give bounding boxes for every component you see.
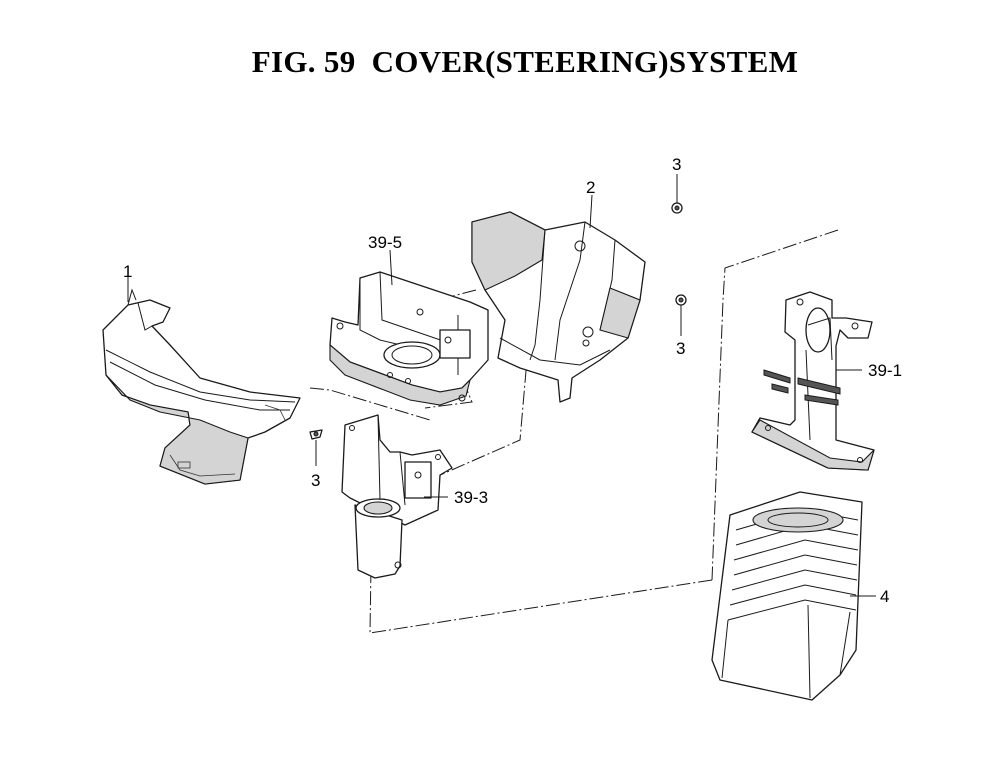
callout-part-1: 1 — [123, 262, 132, 281]
part-39-1-steering-column — [751, 291, 875, 471]
callout-screw-left: 3 — [311, 471, 320, 490]
screw-top — [671, 202, 683, 214]
callout-part-39-3: 39-3 — [454, 488, 488, 507]
part-39-5-upper-bracket — [329, 271, 489, 406]
callout-part-39-1: 39-1 — [868, 361, 902, 380]
callout-part-2: 2 — [586, 178, 595, 197]
part-4-bellows-boot — [711, 491, 863, 701]
part-2-upper-cover — [471, 211, 646, 403]
callout-part-4: 4 — [880, 587, 889, 606]
callout-screw-middle: 3 — [676, 339, 685, 358]
figure-title: FIG. 59 COVER(STEERING)SYSTEM — [251, 44, 799, 79]
leader-lines — [127, 174, 876, 597]
screw-middle — [675, 294, 687, 306]
callout-screw-top: 3 — [672, 155, 681, 174]
screw-left — [309, 429, 323, 440]
callout-part-39-5: 39-5 — [368, 233, 402, 252]
part-1-front-cover — [102, 288, 301, 485]
